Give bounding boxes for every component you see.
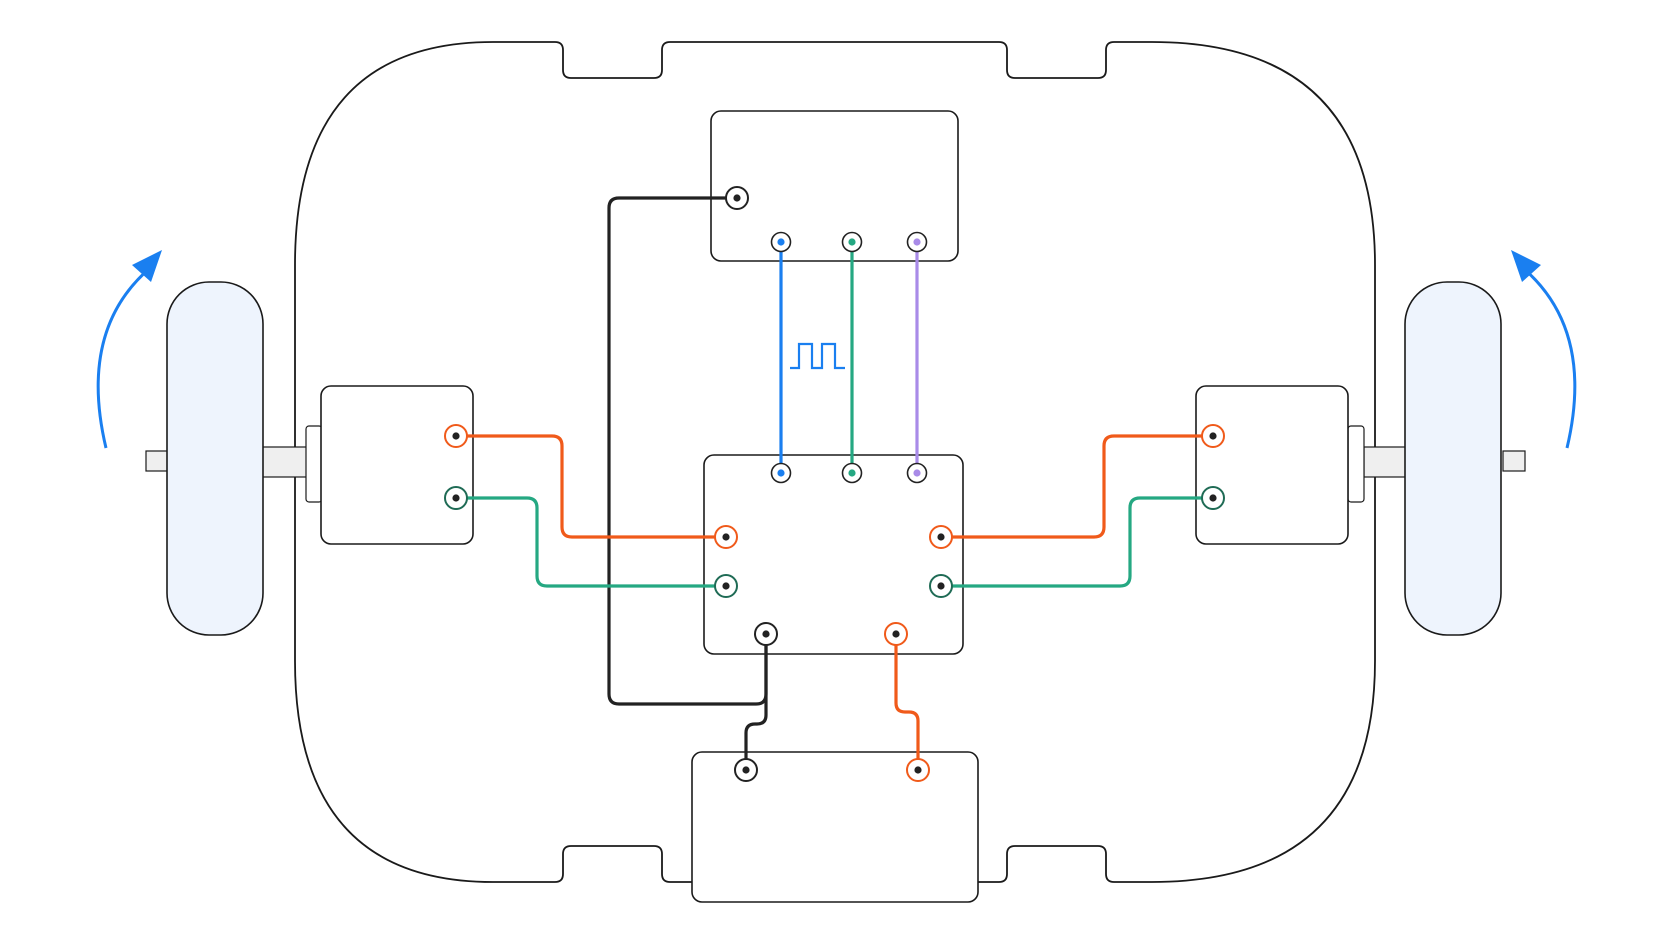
wire-right-motor-return [939, 496, 1215, 588]
wire-right-motor-power [939, 434, 1215, 539]
terminal-battery-power [906, 758, 930, 782]
terminal-motor-right-return [1201, 486, 1225, 510]
terminal-driver-signal-2 [841, 462, 863, 484]
wire-battery-ground [744, 632, 768, 772]
axle-left-inner [261, 446, 309, 478]
terminal-motor-left-power [444, 424, 468, 448]
module-battery [691, 751, 979, 903]
terminal-battery-ground [734, 758, 758, 782]
pwm-waveform-icon [790, 342, 845, 370]
axle-right-inner [1363, 446, 1411, 478]
terminal-controller-signal-2 [841, 231, 863, 253]
terminal-motor-left-return [444, 486, 468, 510]
module-driver [703, 454, 964, 655]
terminal-driver-signal-1 [770, 462, 792, 484]
terminal-controller-ground [725, 186, 749, 210]
terminal-driver-left-power [714, 525, 738, 549]
chassis-outline [294, 41, 1376, 883]
terminal-controller-signal-3 [906, 231, 928, 253]
axle-left-collar [305, 425, 323, 503]
rotation-arrow-icon [96, 250, 162, 449]
terminal-driver-right-power [929, 525, 953, 549]
terminal-driver-left-return [714, 574, 738, 598]
terminal-driver-right-return [929, 574, 953, 598]
axle-right-outer [1502, 450, 1526, 472]
wire-left-motor-power [454, 434, 728, 539]
wire-ground-controller [607, 196, 768, 706]
module-controller [710, 110, 959, 262]
terminal-controller-signal-1 [770, 231, 792, 253]
wire-battery-power [894, 632, 920, 772]
axle-left-outer [145, 450, 169, 472]
wheel-right [1404, 281, 1502, 636]
terminal-driver-signal-3 [906, 462, 928, 484]
axle-right-collar [1347, 425, 1365, 503]
terminal-driver-power [884, 622, 908, 646]
module-motor-left [320, 385, 474, 545]
terminal-motor-right-power [1201, 424, 1225, 448]
wheel-left [166, 281, 264, 636]
rotation-arrow-icon [1511, 250, 1577, 449]
wire-left-motor-return [454, 496, 728, 588]
module-motor-right [1195, 385, 1349, 545]
terminal-driver-ground [754, 622, 778, 646]
